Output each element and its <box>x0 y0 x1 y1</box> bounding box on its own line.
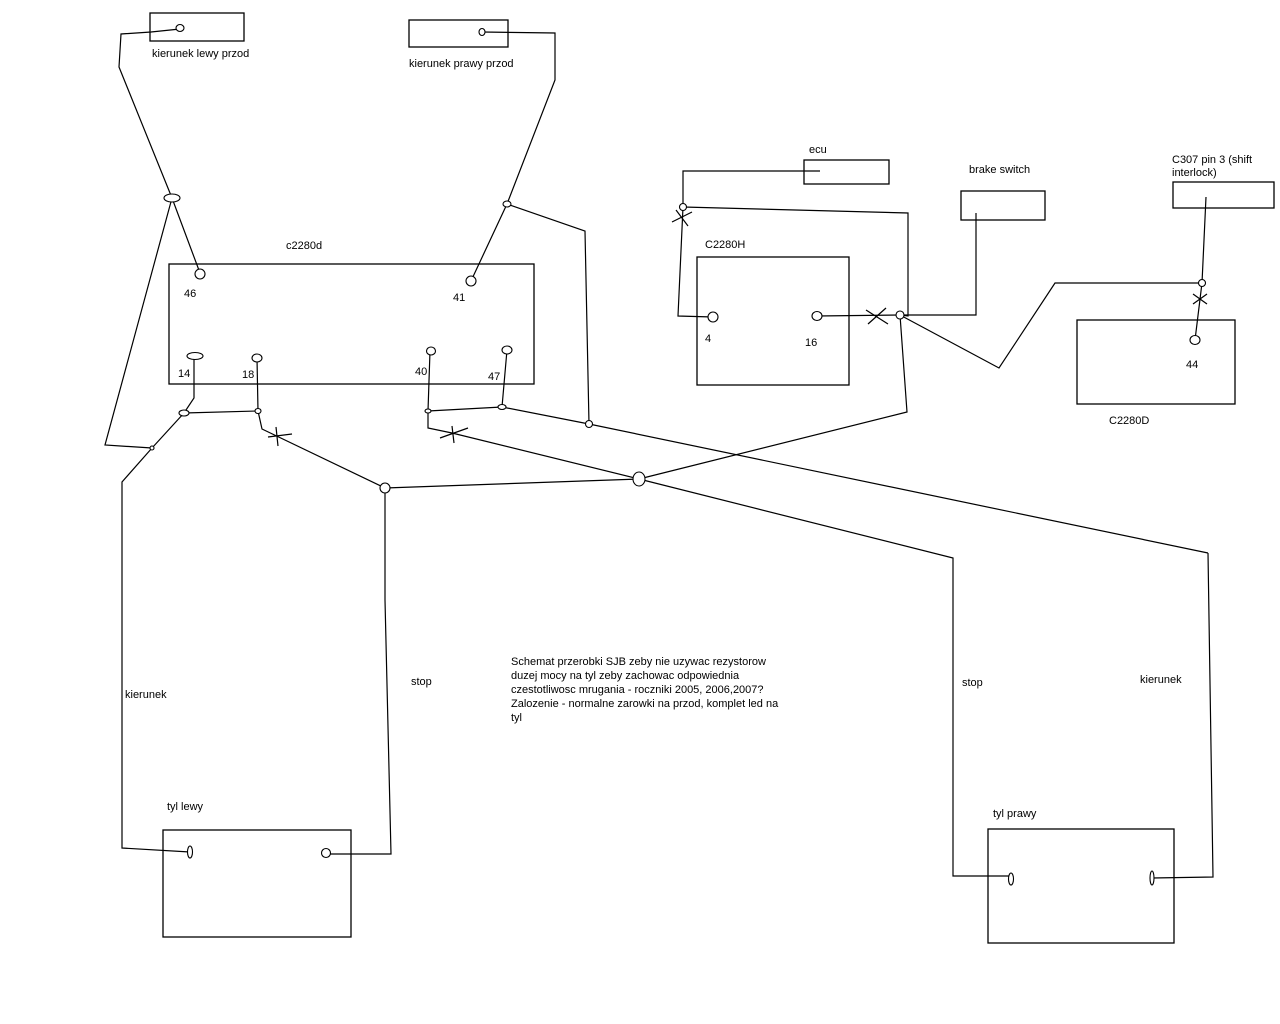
c2280h-box <box>696 256 850 386</box>
wire-40-47-link <box>427 406 503 412</box>
wire-ecu-loop <box>682 206 909 317</box>
splice-40 <box>424 408 432 414</box>
c2280d-main-box <box>168 263 535 385</box>
pin-label-40: 40 <box>415 366 428 378</box>
pin-rear-left-stop <box>320 847 332 859</box>
wire-pin40 <box>427 350 640 480</box>
label-c2280h: C2280H <box>705 239 746 251</box>
splice-center <box>632 471 646 487</box>
wire-front-right <box>470 31 556 282</box>
wire-shift-interlock-path <box>899 282 1202 369</box>
wire-pin14 <box>183 356 195 414</box>
cut-mark-pin40 <box>439 425 469 444</box>
pin-14 <box>186 351 204 361</box>
wire-front-left-branch <box>104 197 173 449</box>
splice-front-left <box>163 193 181 203</box>
note-line: Zalozenie - normalne zarowki na przod, k… <box>511 698 779 710</box>
label-c2280D: C2280D <box>1109 415 1150 427</box>
wire-label-left-stop: stop <box>411 676 432 688</box>
note-line: tyl <box>511 712 522 724</box>
wire-stop-bus <box>384 478 640 489</box>
pin-4 <box>707 311 719 323</box>
wire-14-18-link <box>183 410 259 414</box>
pin-label-16: 16 <box>805 337 818 349</box>
wire-brake-switch <box>900 213 977 316</box>
splice-front-right <box>502 200 512 208</box>
wire-label-right-turn: kierunek <box>1140 674 1182 686</box>
label-front-right-indicator: kierunek prawy przod <box>409 58 514 70</box>
splice-14 <box>178 409 190 417</box>
shift-interlock-box <box>1172 181 1275 209</box>
wire-left-turn-diag <box>121 412 191 853</box>
pin-label-47: 47 <box>488 371 501 383</box>
cut-mark-pin16 <box>865 307 889 325</box>
wire-right-stop <box>638 478 1011 877</box>
pin-46 <box>194 268 206 280</box>
pin-front-left <box>175 23 185 33</box>
pin-label-4: 4 <box>705 333 712 345</box>
description-note: Schemat przerobki SJB zeby nie uzywac re… <box>511 655 801 725</box>
splice-left-turn <box>149 445 155 451</box>
splice-shift <box>1197 278 1207 288</box>
pin-label-18: 18 <box>242 369 255 381</box>
front-left-indicator-box <box>149 12 245 42</box>
front-right-indicator-box <box>408 19 509 48</box>
wire-brake-bus <box>638 314 908 480</box>
pin-16 <box>811 310 823 322</box>
splice-ecu <box>678 202 688 212</box>
wire-front-left <box>118 28 201 274</box>
label-c2280d: c2280d <box>286 240 323 252</box>
label-brake-switch: brake switch <box>969 164 1031 176</box>
note-line: czestotliwosc mrugania - roczniki 2005, … <box>511 684 764 696</box>
label-ecu: ecu <box>809 144 827 156</box>
wire-pin18 <box>256 357 386 489</box>
wire-ecu <box>677 170 820 318</box>
cut-mark-ecu <box>671 209 693 227</box>
pin-rear-right-stop <box>1007 872 1015 886</box>
rear-right-box <box>987 828 1175 944</box>
splice-18 <box>254 407 262 415</box>
cut-mark-shift <box>1192 293 1208 305</box>
pin-18 <box>251 353 263 363</box>
pin-label-41: 41 <box>453 292 466 304</box>
wire-label-right-stop: stop <box>962 677 983 689</box>
note-line: Schemat przerobki SJB zeby nie uzywac re… <box>511 656 766 668</box>
rear-left-box <box>162 829 352 938</box>
pin-41 <box>465 275 477 287</box>
splice-brake <box>895 310 905 320</box>
pin-label-14: 14 <box>178 368 191 380</box>
pin-front-right <box>478 27 486 37</box>
splice-right-front-down <box>584 419 594 429</box>
wire-right-turn <box>1151 552 1214 879</box>
wire-label-left-turn: kierunek <box>125 689 167 701</box>
ecu-box <box>803 159 890 185</box>
note-line: duzej mocy na tyl zeby zachowac odpowied… <box>511 670 740 682</box>
pin-rear-right-turn <box>1149 870 1155 886</box>
wire-shift-interlock <box>1194 196 1207 341</box>
splice-stop-left <box>379 482 391 494</box>
brake-switch-box <box>960 190 1046 221</box>
cut-mark-pin18 <box>267 426 293 447</box>
label-rear-left: tyl lewy <box>167 801 204 813</box>
label-front-left-indicator: kierunek lewy przod <box>152 48 250 60</box>
pin-40 <box>425 346 437 356</box>
pin-47 <box>501 345 513 355</box>
wire-left-stop <box>326 488 392 855</box>
splice-47 <box>497 403 507 411</box>
label-rear-right: tyl prawy <box>993 808 1037 820</box>
wire-pin47 <box>501 349 1209 554</box>
wire-pin16 <box>816 314 901 317</box>
c2280D-box <box>1076 319 1236 405</box>
pin-44 <box>1189 334 1201 346</box>
pin-rear-left-turn <box>186 845 194 859</box>
wire-front-right-branch <box>506 203 590 425</box>
label-shift-interlock: C307 pin 3 (shift interlock) <box>1172 154 1253 179</box>
pin-label-44: 44 <box>1186 359 1199 371</box>
pin-label-46: 46 <box>184 288 197 300</box>
